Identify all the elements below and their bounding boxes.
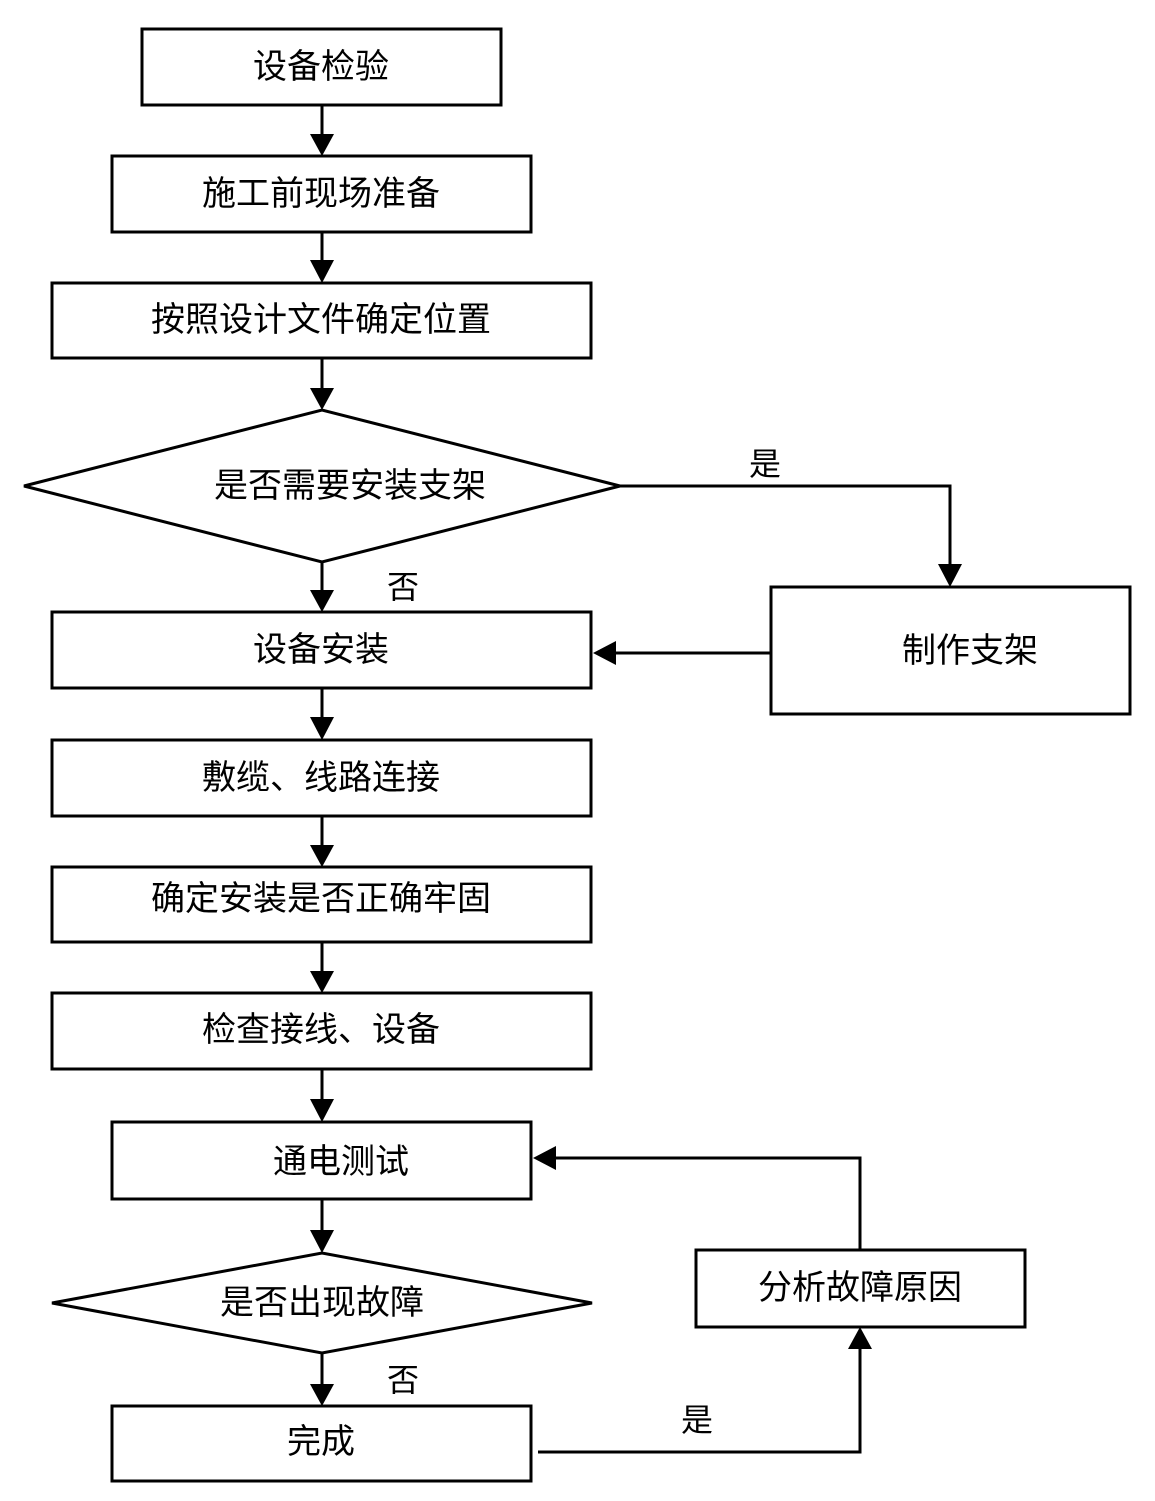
arrowhead — [310, 1230, 334, 1253]
node-label: 制作支架 — [902, 631, 1038, 671]
decision-label: 是否出现故障 — [220, 1283, 424, 1323]
arrow-done-analyze — [538, 1345, 862, 1454]
node-label: 分析故障原因 — [758, 1268, 962, 1308]
node-prepare: 施工前现场准备 — [110, 154, 533, 234]
decision-fault: 是否出现故障 — [51, 1251, 593, 1355]
connectors — [310, 105, 962, 1454]
node-power-test: 通电测试 — [110, 1120, 533, 1201]
node-check-secure: 确定安装是否正确牢固 — [50, 865, 593, 944]
node-check-wiring: 检查接线、设备 — [50, 991, 593, 1071]
arrowhead — [310, 134, 334, 156]
node-label: 完成 — [287, 1422, 355, 1462]
decision-label: 是否需要安装支架 — [214, 466, 486, 506]
arrowhead — [310, 971, 334, 993]
arrowhead — [310, 845, 334, 867]
node-cabling: 敷缆、线路连接 — [50, 738, 593, 818]
node-label: 按照设计文件确定位置 — [151, 300, 491, 340]
arrowhead — [310, 260, 334, 283]
edge-label-bracket-yes: 是 — [749, 445, 781, 483]
node-inspect: 设备检验 — [140, 27, 503, 107]
arrowhead — [848, 1327, 872, 1349]
arrowhead — [310, 1099, 334, 1122]
arrowhead — [310, 590, 334, 612]
decision-need-bracket: 是否需要安装支架 — [23, 408, 621, 564]
node-done: 完成 — [110, 1404, 533, 1483]
node-label: 设备安装 — [253, 630, 389, 670]
arrow-analyze-power — [552, 1156, 862, 1250]
node-label: 检查接线、设备 — [202, 1010, 440, 1050]
node-label: 通电测试 — [273, 1142, 409, 1182]
node-label: 敷缆、线路连接 — [202, 758, 440, 798]
node-install: 设备安装 — [50, 610, 593, 690]
arrowhead — [533, 1146, 556, 1170]
node-analyze: 分析故障原因 — [694, 1248, 1027, 1329]
node-label: 施工前现场准备 — [202, 174, 440, 214]
arrowhead — [310, 1384, 334, 1406]
node-position: 按照设计文件确定位置 — [50, 281, 593, 360]
arrowhead — [593, 641, 616, 665]
arrow-decision-make-bracket — [620, 484, 952, 570]
node-label: 设备检验 — [253, 47, 389, 87]
edge-label-fault-no: 否 — [387, 1361, 419, 1399]
arrowhead — [310, 388, 334, 410]
node-make-bracket: 制作支架 — [769, 585, 1132, 716]
edge-label-bracket-no: 否 — [387, 568, 419, 606]
edge-label-fault-yes: 是 — [681, 1401, 713, 1439]
arrowhead — [938, 564, 962, 587]
arrowhead — [310, 717, 334, 740]
node-label: 确定安装是否正确牢固 — [151, 879, 491, 919]
